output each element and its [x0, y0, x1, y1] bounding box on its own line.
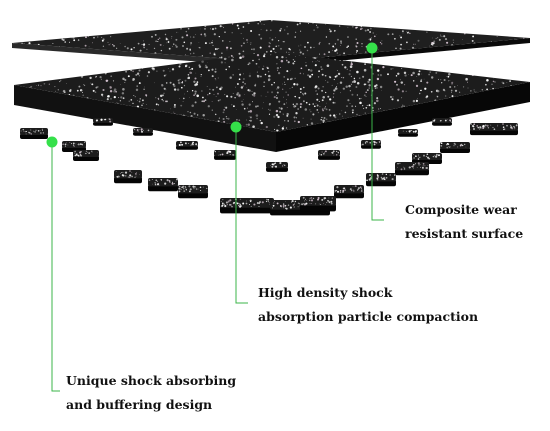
buffer-peg-layer: [20, 118, 518, 216]
callout-density-layer: High density shock absorption particle c…: [258, 281, 478, 329]
buffer-peg: [361, 140, 381, 146]
leader-line-density: [235, 127, 248, 304]
callout-buffer-line-1: Unique shock absorbing: [66, 373, 237, 388]
density-layer: [14, 52, 530, 152]
callout-density-line-2: absorption particle compaction: [258, 309, 479, 324]
marker-dot-buffer: [46, 136, 58, 148]
buffer-peg: [300, 196, 336, 206]
callout-wear-surface: Composite wear resistant surface: [405, 198, 523, 246]
marker-dot-density: [230, 121, 242, 133]
leader-line-wear: [371, 48, 384, 221]
leader-lines: [51, 48, 384, 392]
callout-density-line-1: High density shock: [258, 285, 393, 300]
marker-dot-wear: [366, 42, 378, 54]
callout-wear-line-1: Composite wear: [405, 202, 517, 217]
buffer-peg: [133, 128, 153, 133]
buffer-peg: [470, 123, 518, 131]
buffer-peg: [432, 118, 452, 123]
callout-buffer-line-2: and buffering design: [66, 397, 213, 412]
buffer-peg: [93, 118, 113, 123]
callout-buffer-layer: Unique shock absorbing and buffering des…: [66, 369, 236, 417]
buffer-peg: [62, 141, 86, 148]
buffer-peg: [398, 129, 418, 134]
leader-line-buffer: [51, 142, 60, 392]
buffer-peg: [334, 185, 364, 194]
callout-wear-line-2: resistant surface: [405, 226, 524, 241]
buffer-peg: [412, 153, 442, 160]
